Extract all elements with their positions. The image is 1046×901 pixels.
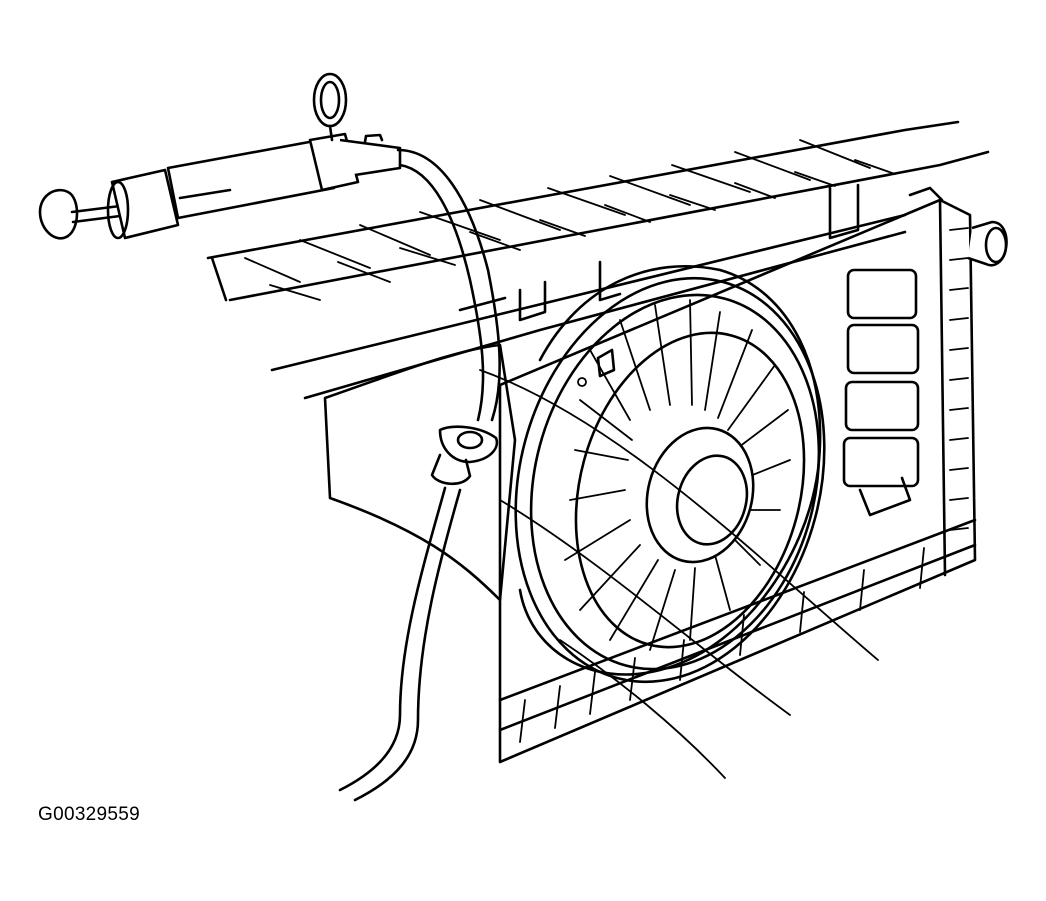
coolant-reservoir-bracket (323, 343, 517, 802)
suction-hose (396, 148, 501, 422)
hand-pump-tool (38, 72, 402, 240)
callout-leaders (479, 369, 879, 779)
figure-id-label: G00329559 (38, 804, 141, 825)
radiator-support-panel (206, 120, 990, 400)
radiator (498, 186, 1008, 764)
